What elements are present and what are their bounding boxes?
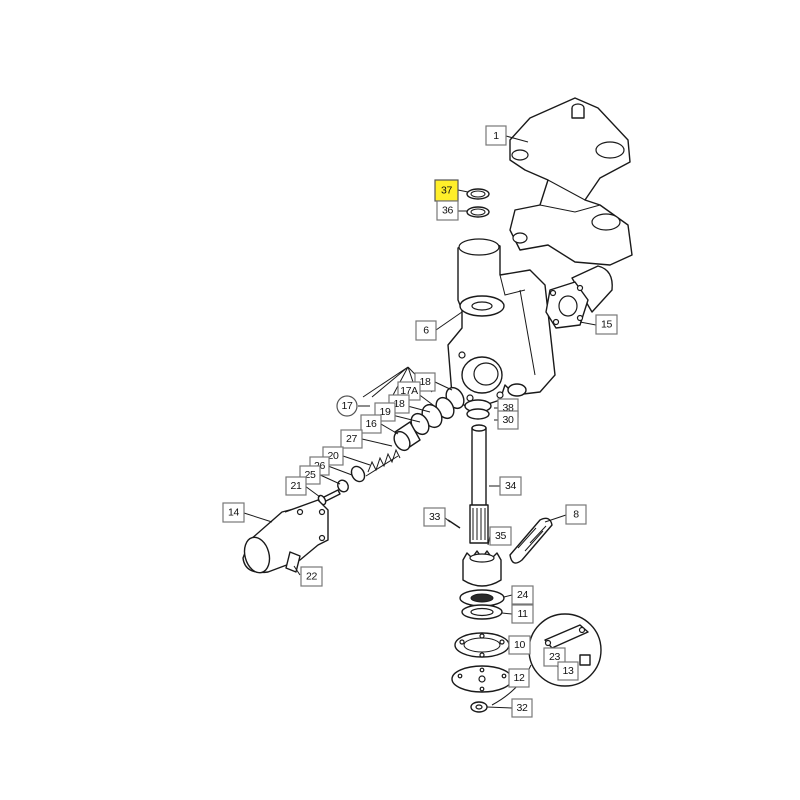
callout-17-text: 17 xyxy=(342,400,353,412)
callout-33: 33 xyxy=(423,507,446,527)
callout-11-text: 11 xyxy=(517,608,528,620)
part-33-pin xyxy=(447,519,461,529)
callout-13-text: 13 xyxy=(563,665,574,677)
part-25-nut xyxy=(337,479,349,493)
callout-37: 37 xyxy=(434,179,459,202)
callout-36-text: 36 xyxy=(442,205,453,217)
callout-11: 11 xyxy=(511,604,534,624)
part-24-bearing xyxy=(459,589,505,607)
part-22-bolt xyxy=(285,551,301,573)
callout-20-text: 20 xyxy=(328,450,339,462)
callout-10: 10 xyxy=(508,635,531,655)
callout-33-text: 33 xyxy=(429,511,440,523)
callout-32-text: 32 xyxy=(517,702,528,714)
callout-12-text: 12 xyxy=(514,672,525,684)
steering-housing xyxy=(447,238,556,411)
callout-24: 24 xyxy=(511,585,534,605)
part-8-knurled-roller xyxy=(509,517,553,564)
part-37-ring xyxy=(466,188,490,200)
callout-16-text: 16 xyxy=(366,418,377,430)
callout-34: 34 xyxy=(499,476,522,496)
callout-32: 32 xyxy=(511,698,533,718)
callout-30-text: 30 xyxy=(503,414,514,426)
part-30-ring xyxy=(466,408,490,420)
part-14-cylinder-housing xyxy=(242,499,329,574)
callout-37-text: 37 xyxy=(441,185,452,197)
part-1-yoke-casting xyxy=(509,97,633,266)
callout-12: 12 xyxy=(508,668,530,688)
callout-18-mid-text: 18 xyxy=(394,398,405,410)
callout-35-text: 35 xyxy=(495,530,506,542)
callout-30: 30 xyxy=(497,410,519,430)
callout-6-text: 6 xyxy=(423,325,429,337)
callout-8-text: 8 xyxy=(573,509,579,521)
part-10-gasket xyxy=(454,632,510,658)
part-15-cylinder xyxy=(545,265,613,329)
part-34-splined-shaft xyxy=(469,424,489,544)
callout-24-text: 24 xyxy=(517,589,528,601)
callout-25-text: 25 xyxy=(305,469,316,481)
part-6-washer xyxy=(459,295,505,317)
callout-10-text: 10 xyxy=(514,639,525,651)
callout-14: 14 xyxy=(222,502,245,523)
callout-19-text: 19 xyxy=(380,406,391,418)
part-32-nut xyxy=(470,701,488,713)
callout-8: 8 xyxy=(565,504,587,525)
callout-1: 1 xyxy=(485,125,507,146)
callout-27-text: 27 xyxy=(346,433,357,445)
callout-16: 16 xyxy=(360,414,382,434)
callout-6: 6 xyxy=(415,320,437,341)
callout-34-text: 34 xyxy=(505,480,516,492)
part-12-cover-plate xyxy=(451,665,513,693)
part-35-gear xyxy=(462,550,502,587)
callout-15: 15 xyxy=(595,314,618,335)
callout-14-text: 14 xyxy=(228,507,239,519)
callout-17A-text: 17A xyxy=(400,385,418,397)
callout-38-text: 38 xyxy=(503,402,514,414)
callout-15-text: 15 xyxy=(601,319,612,331)
callout-21: 21 xyxy=(285,476,307,496)
part-11-seal xyxy=(461,604,503,620)
callout-17: 17 xyxy=(336,395,358,417)
part-36-ring xyxy=(466,206,490,218)
callout-18-top-text: 18 xyxy=(420,376,431,388)
seal-ring-cluster xyxy=(393,386,465,452)
part-26-washer xyxy=(350,465,366,483)
callout-36: 36 xyxy=(436,200,459,221)
callout-23-text: 23 xyxy=(549,651,560,663)
callout-35: 35 xyxy=(489,526,512,546)
callout-1-text: 1 xyxy=(493,130,499,142)
callout-13: 13 xyxy=(557,661,579,681)
callout-22: 22 xyxy=(300,566,323,587)
spring xyxy=(365,448,401,477)
callout-21-text: 21 xyxy=(291,480,302,492)
callout-22-text: 22 xyxy=(306,571,317,583)
callout-27: 27 xyxy=(340,429,363,449)
